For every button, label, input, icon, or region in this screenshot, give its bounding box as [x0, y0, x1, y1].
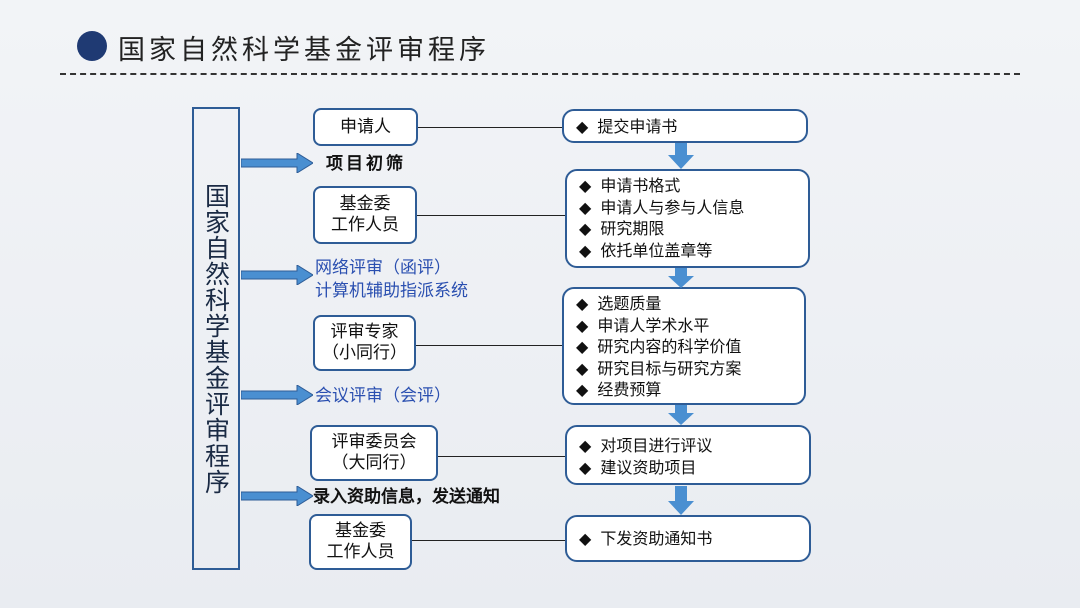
- connector-line: [438, 456, 566, 457]
- task-box-notice: 下发资助通知书: [565, 515, 811, 562]
- down-arrow-icon: [668, 143, 694, 169]
- connector-line: [416, 345, 564, 346]
- task-item: 经费预算: [576, 379, 804, 401]
- task-item: 申请人学术水平: [576, 315, 804, 337]
- right-arrow-icon: [241, 486, 313, 506]
- task-item: 对项目进行评议: [579, 435, 809, 457]
- page-title: 国家自然科学基金评审程序: [118, 35, 490, 66]
- task-item: 研究目标与研究方案: [576, 358, 804, 380]
- down-arrow-icon: [668, 268, 694, 288]
- actor-label: （小同行）: [322, 343, 407, 363]
- process-vertical-label: 国家自然科学基金评审程序: [201, 182, 231, 495]
- actor-label: 工作人员: [331, 215, 399, 235]
- task-box-expert-review: 选题质量 申请人学术水平 研究内容的科学价值 研究目标与研究方案 经费预算: [562, 287, 806, 405]
- task-item: 依托单位盖章等: [579, 240, 808, 262]
- actor-node-review-experts: 评审专家 （小同行）: [313, 315, 416, 371]
- right-arrow-icon: [241, 153, 313, 173]
- right-arrow-icon: [241, 385, 313, 405]
- stage-label-meeting-review: 会议评审（会评）: [315, 386, 451, 406]
- connector-line: [412, 540, 566, 541]
- stage-label-notify: 录入资助信息，发送通知: [313, 487, 500, 507]
- actor-label: （大同行）: [331, 453, 417, 473]
- actor-label: 基金委: [339, 194, 391, 214]
- actor-node-review-committee: 评审委员会 （大同行）: [310, 425, 438, 481]
- actor-node-nsfc-staff-final: 基金委 工作人员: [309, 514, 412, 570]
- down-arrow-icon: [668, 486, 694, 515]
- actor-label: 基金委: [335, 521, 386, 541]
- task-item: 申请书格式: [579, 175, 808, 197]
- task-item: 建议资助项目: [579, 457, 809, 479]
- task-item: 选题质量: [576, 293, 804, 315]
- task-item: 下发资助通知书: [579, 528, 809, 550]
- connector-line: [417, 215, 565, 216]
- task-item: 研究期限: [579, 218, 808, 240]
- connector-line: [418, 127, 563, 128]
- stage-label-assignment-system: 计算机辅助指派系统: [315, 281, 468, 301]
- actor-label: 评审专家: [330, 322, 399, 342]
- stage-label-initial-screening: 项目初筛: [326, 154, 406, 174]
- task-item: 提交申请书: [576, 116, 806, 138]
- task-box-submit: 提交申请书: [562, 109, 808, 143]
- process-vertical-label-box: 国家自然科学基金评审程序: [192, 107, 240, 570]
- actor-label: 评审委员会: [331, 432, 417, 452]
- actor-node-nsfc-staff: 基金委 工作人员: [313, 186, 417, 244]
- task-item: 研究内容的科学价值: [576, 336, 804, 358]
- header-dot-icon: [77, 31, 107, 61]
- actor-label: 工作人员: [326, 542, 395, 562]
- right-arrow-icon: [241, 265, 313, 285]
- stage-label-online-review: 网络评审（函评）: [315, 258, 451, 278]
- task-box-committee: 对项目进行评议 建议资助项目: [565, 425, 811, 485]
- down-arrow-icon: [668, 405, 694, 425]
- task-item: 申请人与参与人信息: [579, 197, 808, 219]
- task-box-format-check: 申请书格式 申请人与参与人信息 研究期限 依托单位盖章等: [565, 169, 810, 268]
- actor-node-applicant: 申请人: [313, 108, 418, 146]
- header-divider: [60, 73, 1020, 75]
- actor-label: 申请人: [340, 116, 391, 137]
